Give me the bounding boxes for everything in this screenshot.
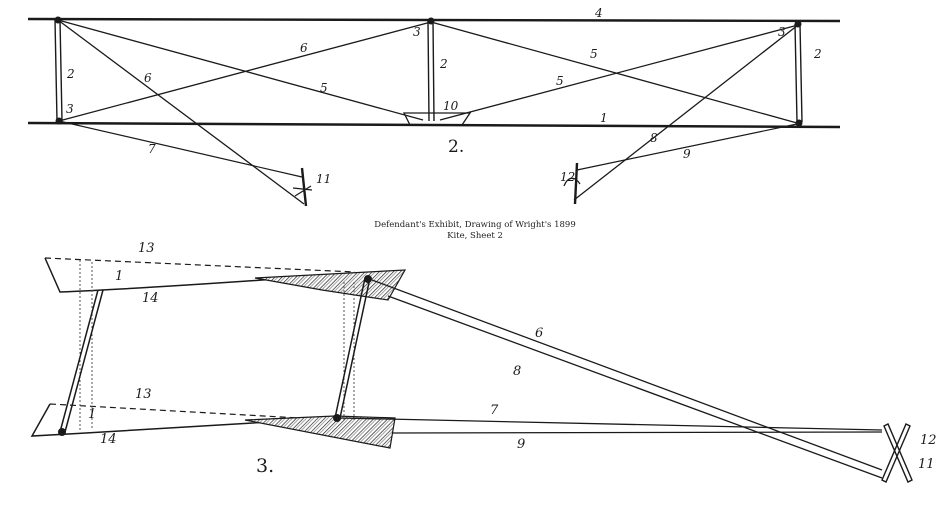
label-top-under: 14 <box>142 291 159 306</box>
caption-line-1: Defendant's Exhibit, Drawing of Wright's… <box>374 220 576 230</box>
label-diag-left-long: 6 <box>144 71 152 85</box>
label-cord-upper-a: 6 <box>535 326 543 341</box>
label-corner-mid-top: 3 <box>413 25 421 39</box>
label-cord-lower-a: 7 <box>490 403 499 418</box>
fig3-strut-left <box>58 289 104 436</box>
lower-cords <box>58 120 798 178</box>
drawing-caption: Defendant's Exhibit, Drawing of Wright's… <box>0 220 950 242</box>
control-stick-right <box>563 162 581 205</box>
label-cord-lower-b: 9 <box>517 437 525 452</box>
label-mid-base: 10 <box>443 99 459 113</box>
label-diag-right-upper: 5 <box>590 47 598 61</box>
top-plane-hatched-wing <box>254 269 407 301</box>
label-diag-left-upper: 6 <box>300 41 308 55</box>
label-corner-bl: 3 <box>66 102 74 116</box>
label-cord-upper-b: 8 <box>513 364 521 379</box>
label-top-plane: 1 <box>115 269 123 284</box>
label-strut-mid: 2 <box>439 57 448 71</box>
figure-3-label: 3. <box>256 455 274 477</box>
fig3-crossed-sticks <box>881 423 913 483</box>
fig3-strut-right <box>333 275 372 422</box>
fig3-cords <box>339 279 883 479</box>
label-stick-upper: 12 <box>920 433 937 448</box>
label-upper-plane: 4 <box>594 6 603 20</box>
figure-3: 1 13 14 1 13 14 6 8 7 9 12 11 3. <box>30 241 937 483</box>
mid-base-wedge <box>402 112 472 126</box>
label-diag-left-lower: 5 <box>320 81 328 95</box>
label-top-dash: 13 <box>138 241 155 256</box>
strut-middle <box>427 20 435 122</box>
label-stick-left: 11 <box>316 172 331 186</box>
caption-line-2: Kite, Sheet 2 <box>447 231 503 241</box>
label-right-cord-lower: 9 <box>683 147 691 161</box>
top-plane-dashed-edge <box>44 257 356 273</box>
bottom-plane-hatched-wing <box>244 415 396 449</box>
control-stick-left <box>292 167 313 207</box>
label-stick-lower: 11 <box>918 457 935 472</box>
label-corner-tr: 3 <box>778 25 786 39</box>
label-stick-right: 12 <box>560 170 575 184</box>
strut-right <box>794 23 803 123</box>
label-bottom-plane: 1 <box>88 407 96 422</box>
strut-left <box>54 19 63 122</box>
label-strut-left: 2 <box>66 67 75 81</box>
figure-2: 4 1 2 2 2 3 3 3 10 6 6 5 5 5 8 9 7 11 12… <box>27 6 841 207</box>
bottom-plane-dashed-edge <box>49 403 336 421</box>
bracing-wires <box>57 19 799 205</box>
label-bottom-dash: 13 <box>135 387 152 402</box>
label-left-cord: 7 <box>148 142 156 156</box>
label-diag-right-lower: 5 <box>556 74 564 88</box>
label-bottom-under: 14 <box>100 432 117 447</box>
label-strut-right: 2 <box>813 47 822 61</box>
label-right-cord-upper: 8 <box>650 131 658 145</box>
label-lower-plane: 1 <box>600 111 608 125</box>
figure-2-label: 2. <box>448 137 464 157</box>
